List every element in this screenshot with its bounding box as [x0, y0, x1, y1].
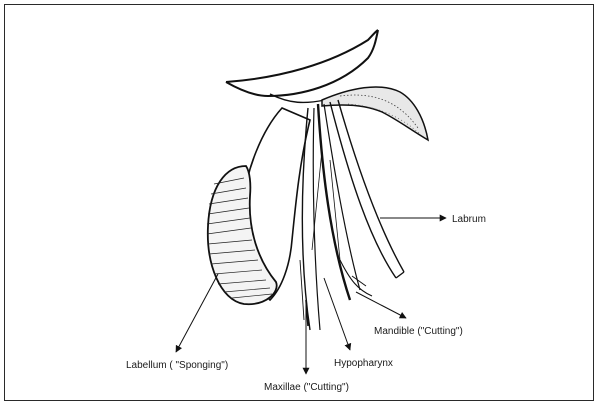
stylets	[300, 100, 404, 330]
labrum-label: Labrum	[452, 214, 486, 225]
labellum-arrow	[176, 274, 218, 352]
maxillae-label: Maxillae ("Cutting")	[264, 382, 349, 393]
mandible-arrow	[356, 292, 406, 318]
labellum-label: Labellum ( "Sponging")	[126, 360, 228, 371]
hypopharynx-label: Hypopharynx	[334, 358, 393, 369]
mandible-label: Mandible ("Cutting")	[374, 326, 463, 337]
